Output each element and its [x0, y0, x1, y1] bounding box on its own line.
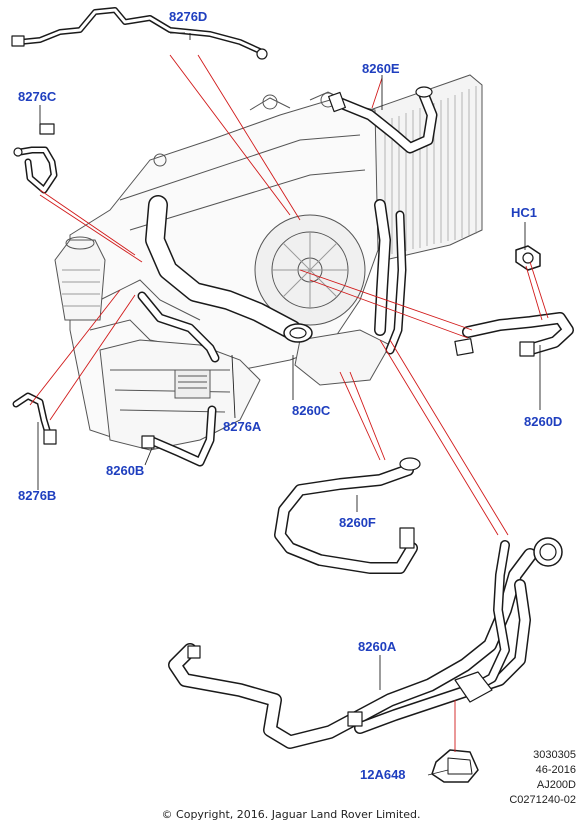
callout-8276D: 8276D — [169, 9, 208, 24]
callout-8260E: 8260E — [362, 61, 400, 76]
hose-8260E — [328, 86, 438, 154]
reference-block: 3030305 46-2016 AJ200D C0271240-02 — [509, 748, 576, 808]
callout-HC1: HC1 — [511, 205, 538, 220]
callout-8260D: 8260D — [524, 414, 563, 429]
reference-line-2: 46-2016 — [535, 764, 576, 776]
hose-8260D — [454, 312, 574, 357]
reference-line-1: 3030305 — [533, 749, 576, 761]
callout-8276A: 8276A — [223, 419, 262, 434]
hoses — [11, 7, 574, 783]
hose-8276B — [12, 392, 57, 445]
leader-lines — [29, 54, 549, 752]
hose-8276D — [11, 7, 268, 60]
hose-8260C — [374, 199, 407, 355]
callout-ticks — [37, 32, 541, 776]
hose-8276C — [13, 123, 58, 194]
hose-8260A — [168, 537, 563, 749]
hose-8260F — [274, 457, 421, 574]
hose-8260B — [137, 291, 220, 467]
callout-8260A: 8260A — [358, 639, 397, 654]
hose-8276A — [145, 195, 313, 343]
sensor-12A648 — [431, 749, 479, 783]
reference-line-3: AJ200D — [536, 779, 576, 791]
hc1-clip — [515, 245, 541, 271]
callout-12A648: 12A648 — [360, 767, 406, 782]
callout-8276C: 8276C — [18, 89, 57, 104]
engine-assembly — [54, 74, 483, 451]
copyright-notice: © Copyright, 2016. Jaguar Land Rover Lim… — [161, 808, 421, 821]
callout-8260C: 8260C — [292, 403, 331, 418]
callout-8260B: 8260B — [106, 463, 145, 478]
callout-8260F: 8260F — [339, 515, 376, 530]
callout-8276B: 8276B — [18, 488, 57, 503]
reference-line-4: C0271240-02 — [509, 794, 576, 806]
